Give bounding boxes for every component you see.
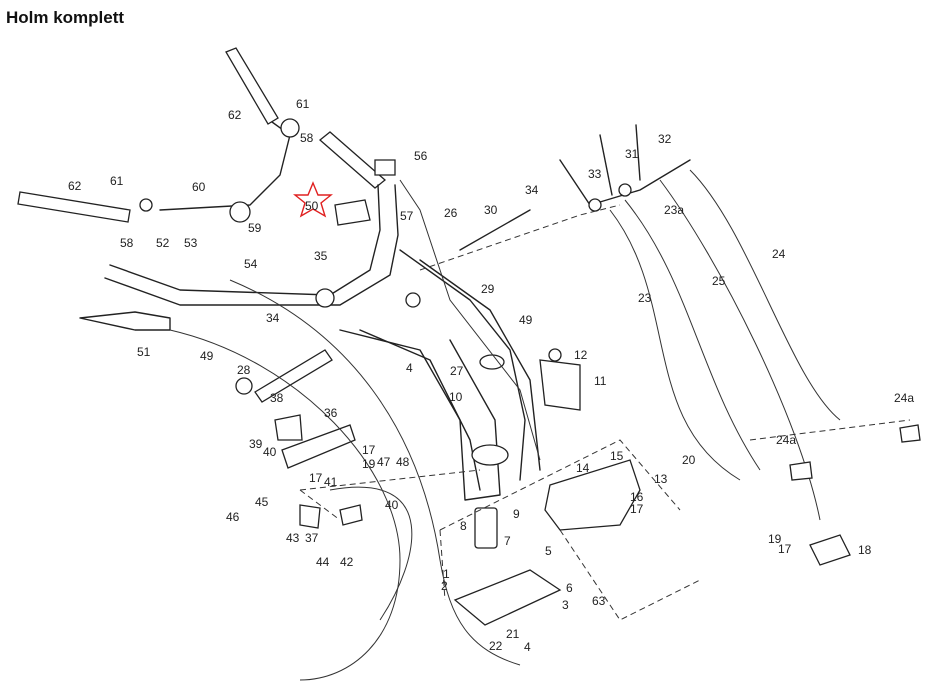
part-label[interactable]: 57 <box>400 209 414 223</box>
rod <box>459 209 531 251</box>
part-label[interactable]: 51 <box>137 345 151 359</box>
part-label[interactable]: 28 <box>237 363 251 377</box>
part-label[interactable]: 5 <box>545 544 552 558</box>
highlight-star-icon <box>293 181 333 218</box>
part-label[interactable]: 24 <box>772 247 786 261</box>
part-label[interactable]: 17 <box>778 542 792 556</box>
part-label-highlighted[interactable]: 50 <box>305 199 319 213</box>
part-label[interactable]: 63 <box>592 594 606 608</box>
part-label[interactable]: 6 <box>566 581 573 595</box>
upper-handlebar <box>17 47 300 223</box>
part-label[interactable]: 31 <box>625 147 639 161</box>
part-label[interactable]: 37 <box>305 531 319 545</box>
part-label[interactable]: 8 <box>460 519 467 533</box>
page-title: Holm komplett <box>6 8 125 27</box>
part-label[interactable]: 24a <box>776 433 796 447</box>
part-label[interactable]: 23 <box>638 291 652 305</box>
part-label[interactable]: 10 <box>449 390 463 404</box>
part-label[interactable]: 18 <box>858 543 872 557</box>
part-label[interactable]: 17 <box>309 471 323 485</box>
part-label[interactable]: 47 <box>377 455 391 469</box>
part-label[interactable]: 52 <box>156 236 170 250</box>
part-label[interactable]: 49 <box>519 313 533 327</box>
part-label[interactable]: 4 <box>406 361 413 375</box>
part-label[interactable]: 17 <box>362 443 376 457</box>
part-label[interactable]: 58 <box>300 131 314 145</box>
part-label[interactable]: 2 <box>441 579 448 593</box>
part-label[interactable]: 54 <box>244 257 258 271</box>
part-label[interactable]: 16 <box>630 490 644 504</box>
part-label[interactable]: 9 <box>513 507 520 521</box>
part-label[interactable]: 23a <box>664 203 684 217</box>
clutch-levers <box>559 124 691 212</box>
part-label[interactable]: 59 <box>248 221 262 235</box>
part-label[interactable]: 62 <box>228 108 242 122</box>
part-label[interactable]: 21 <box>506 627 520 641</box>
part-label[interactable]: 43 <box>286 531 300 545</box>
part-label[interactable]: 13 <box>654 472 668 486</box>
part-label[interactable]: 3 <box>562 598 569 612</box>
part-label[interactable]: 45 <box>255 495 269 509</box>
part-label[interactable]: 42 <box>340 555 354 569</box>
main-frame <box>235 249 581 501</box>
part-label[interactable]: 4 <box>524 640 531 654</box>
lower-handlebar <box>79 131 399 331</box>
part-label[interactable]: 48 <box>396 455 410 469</box>
part-label[interactable]: 39 <box>249 437 263 451</box>
part-label[interactable]: 29 <box>481 282 495 296</box>
part-label[interactable]: 17 <box>630 502 644 516</box>
part-label[interactable]: 11 <box>594 374 607 388</box>
part-label[interactable]: 25 <box>712 274 726 288</box>
part-label[interactable]: 24a <box>894 391 914 405</box>
part-label[interactable]: 38 <box>270 391 284 405</box>
part-label[interactable]: 30 <box>484 203 498 217</box>
part-label[interactable]: 61 <box>296 97 310 111</box>
part-label[interactable]: 27 <box>450 364 464 378</box>
lever-bracket <box>274 414 481 529</box>
part-label[interactable]: 14 <box>576 461 590 475</box>
part-label[interactable]: 34 <box>525 183 539 197</box>
part-label[interactable]: 56 <box>414 149 428 163</box>
part-label[interactable]: 44 <box>316 555 330 569</box>
housing <box>439 348 921 626</box>
part-label[interactable]: 7 <box>504 534 511 548</box>
part-label[interactable]: 20 <box>682 453 696 467</box>
part-label[interactable]: 49 <box>200 349 214 363</box>
part-label[interactable]: 1 <box>443 567 450 581</box>
part-label[interactable]: 40 <box>385 498 399 512</box>
part-label[interactable]: 19 <box>768 532 782 546</box>
part-label[interactable]: 62 <box>68 179 82 193</box>
part-label[interactable]: 15 <box>610 449 624 463</box>
part-label[interactable]: 34 <box>266 311 280 325</box>
part-label[interactable]: 41 <box>324 475 338 489</box>
part-label[interactable]: 60 <box>192 180 206 194</box>
part-label[interactable]: 19 <box>362 457 376 471</box>
part-label[interactable]: 33 <box>588 167 602 181</box>
part-label[interactable]: 22 <box>489 639 503 653</box>
part-label[interactable]: 46 <box>226 510 240 524</box>
part-label[interactable]: 32 <box>658 132 672 146</box>
part-label[interactable]: 26 <box>444 206 458 220</box>
part-label[interactable]: 40 <box>263 445 277 459</box>
part-label[interactable]: 12 <box>574 348 588 362</box>
part-label[interactable]: 61 <box>110 174 124 188</box>
part-label[interactable]: 35 <box>314 249 328 263</box>
part-label[interactable]: 36 <box>324 406 338 420</box>
part-label[interactable]: 58 <box>120 236 134 250</box>
part-labels: 62 61 58 56 50 57 26 30 34 33 31 32 23a … <box>68 97 914 654</box>
part-label[interactable]: 53 <box>184 236 198 250</box>
